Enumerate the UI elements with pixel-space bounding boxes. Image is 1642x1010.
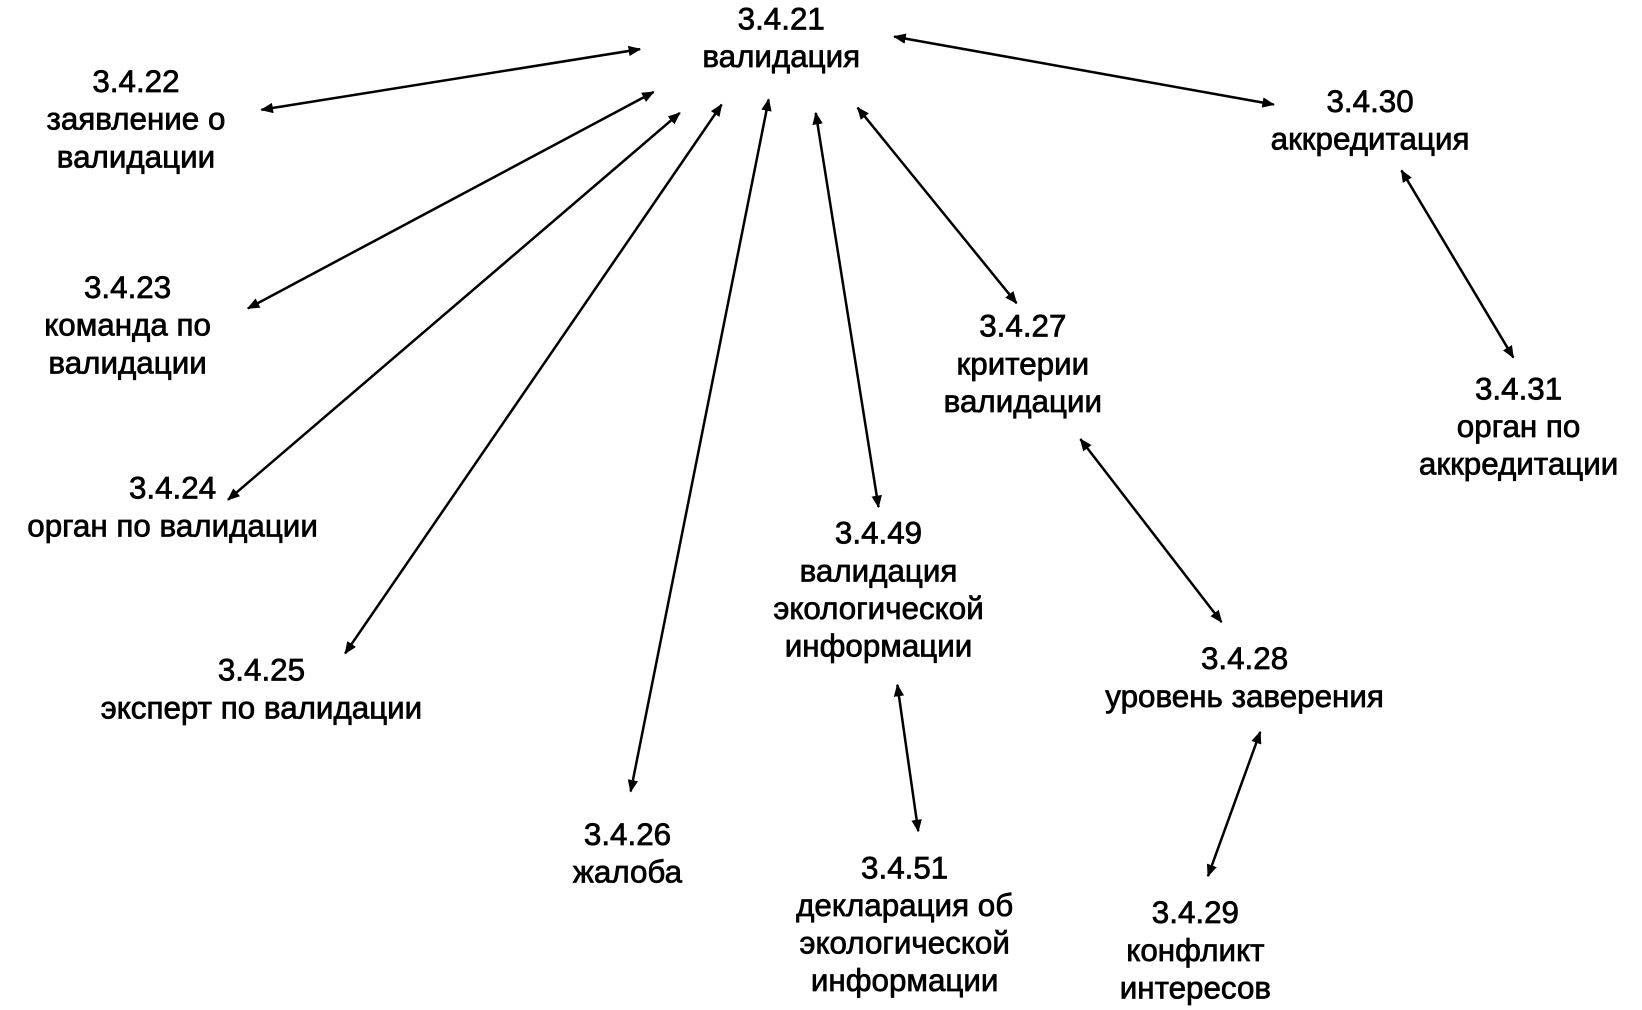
double-arrow-21-23 [246, 90, 655, 310]
term-number: 3.4.31 [1475, 371, 1562, 406]
term-number: 3.4.27 [979, 309, 1066, 344]
term-label: валидация [702, 39, 860, 74]
term-label: конфликт [1126, 933, 1264, 968]
edges [227, 33, 1515, 878]
term-number: 3.4.26 [584, 817, 671, 852]
double-arrow-21-24 [227, 111, 681, 501]
term-label: декларация об [796, 888, 1013, 923]
double-arrow-30-31 [1400, 169, 1515, 359]
term-number: 3.4.49 [835, 516, 922, 551]
double-arrow-27-28 [1079, 438, 1223, 623]
term-number: 3.4.23 [84, 270, 171, 305]
term-label: уровень заверения [1105, 679, 1384, 714]
term-number: 3.4.21 [738, 1, 825, 36]
term-label: экологической [773, 591, 983, 626]
term-label: аккредитация [1271, 122, 1470, 157]
double-arrow-28-29 [1206, 730, 1262, 878]
term-label: жалоба [573, 854, 683, 889]
term-label: эксперт по валидации [101, 690, 422, 725]
term-label: валидации [57, 139, 215, 174]
term-number: 3.4.25 [218, 653, 305, 688]
double-arrow-21-27 [856, 106, 1018, 305]
term-label: орган по [1457, 409, 1581, 444]
term-label: валидации [944, 384, 1102, 419]
term-label: орган по валидации [27, 508, 318, 543]
double-arrow-49-51 [893, 683, 922, 833]
term-label: команда по [44, 308, 211, 343]
double-arrow-21-22 [260, 45, 642, 114]
term-label: валидации [48, 345, 206, 380]
term-number: 3.4.51 [861, 850, 948, 885]
term-label: аккредитации [1419, 447, 1618, 482]
double-arrow-21-25 [344, 103, 723, 655]
term-label: экологической [799, 926, 1009, 961]
term-label: валидация [800, 553, 958, 588]
term-label: интересов [1120, 971, 1271, 1006]
double-arrow-21-30 [893, 33, 1275, 108]
term-number: 3.4.28 [1201, 641, 1288, 676]
term-label: информации [785, 629, 973, 664]
term-number: 3.4.22 [92, 64, 179, 99]
term-number: 3.4.30 [1326, 84, 1413, 119]
term-label: заявление о [46, 102, 225, 137]
term-label: информации [811, 963, 999, 998]
term-label: критерии [957, 346, 1090, 381]
double-arrow-21-49 [812, 111, 882, 509]
double-arrow-21-26 [627, 98, 772, 793]
term-number: 3.4.24 [129, 471, 216, 506]
term-number: 3.4.29 [1152, 895, 1239, 930]
